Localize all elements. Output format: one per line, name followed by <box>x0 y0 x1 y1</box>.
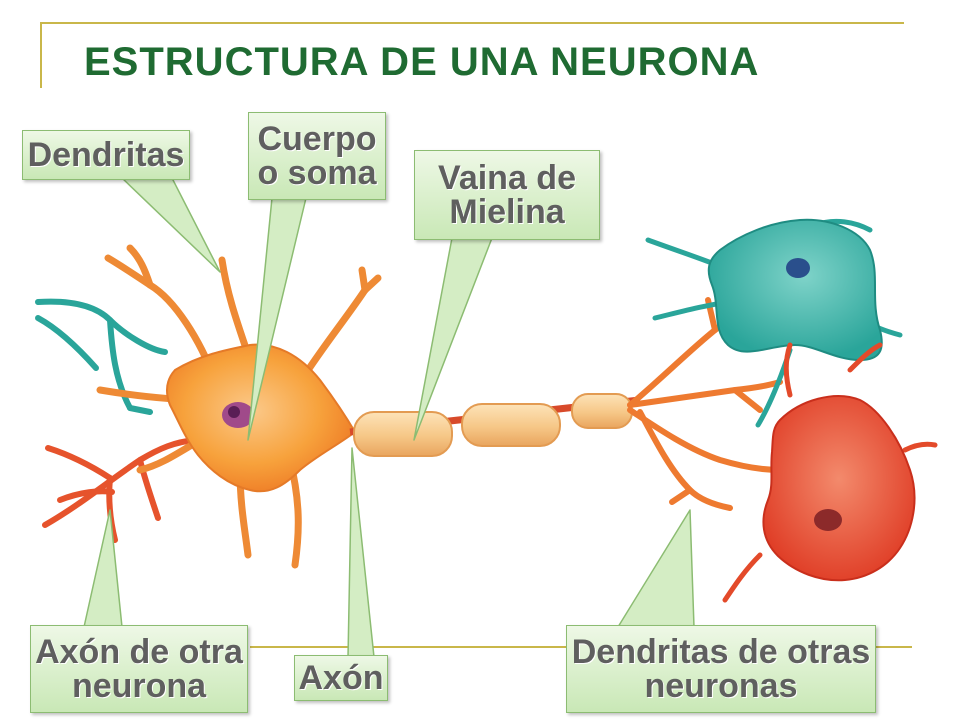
teal-neuron-nucleus <box>786 258 810 278</box>
page-title: ESTRUCTURA DE UNA NEURONA <box>84 40 760 84</box>
red-neuron <box>722 342 938 603</box>
myelin-segment <box>461 403 561 447</box>
label-vaina-mielina: Vaina de Mielina <box>414 150 600 240</box>
myelin-segment <box>571 393 633 429</box>
pointer-axon-otra <box>83 509 123 628</box>
axon-terminals <box>627 297 783 511</box>
main-neuron-nucleolus <box>228 406 240 418</box>
red-axon-left <box>42 437 198 543</box>
frame-top-line <box>40 22 904 24</box>
pointer-axon <box>347 447 375 658</box>
label-axon-otra-neurona: Axón de otra neurona <box>30 625 248 713</box>
frame-left-line <box>40 22 42 88</box>
callout-pointers <box>83 177 695 658</box>
label-dendritas: Dendritas <box>22 130 190 180</box>
myelin-sheath-segments <box>353 393 633 457</box>
label-axon: Axón <box>294 655 388 701</box>
red-neuron-nucleus <box>814 509 842 531</box>
label-dendritas-otras-neuronas: Dendritas de otras neuronas <box>566 625 876 713</box>
label-cuerpo-soma: Cuerpo o soma <box>248 112 386 200</box>
pointer-dendritas-otras <box>617 509 695 628</box>
teal-axon-left <box>35 298 168 415</box>
teal-neuron <box>645 218 903 428</box>
myelin-segment <box>353 411 453 457</box>
